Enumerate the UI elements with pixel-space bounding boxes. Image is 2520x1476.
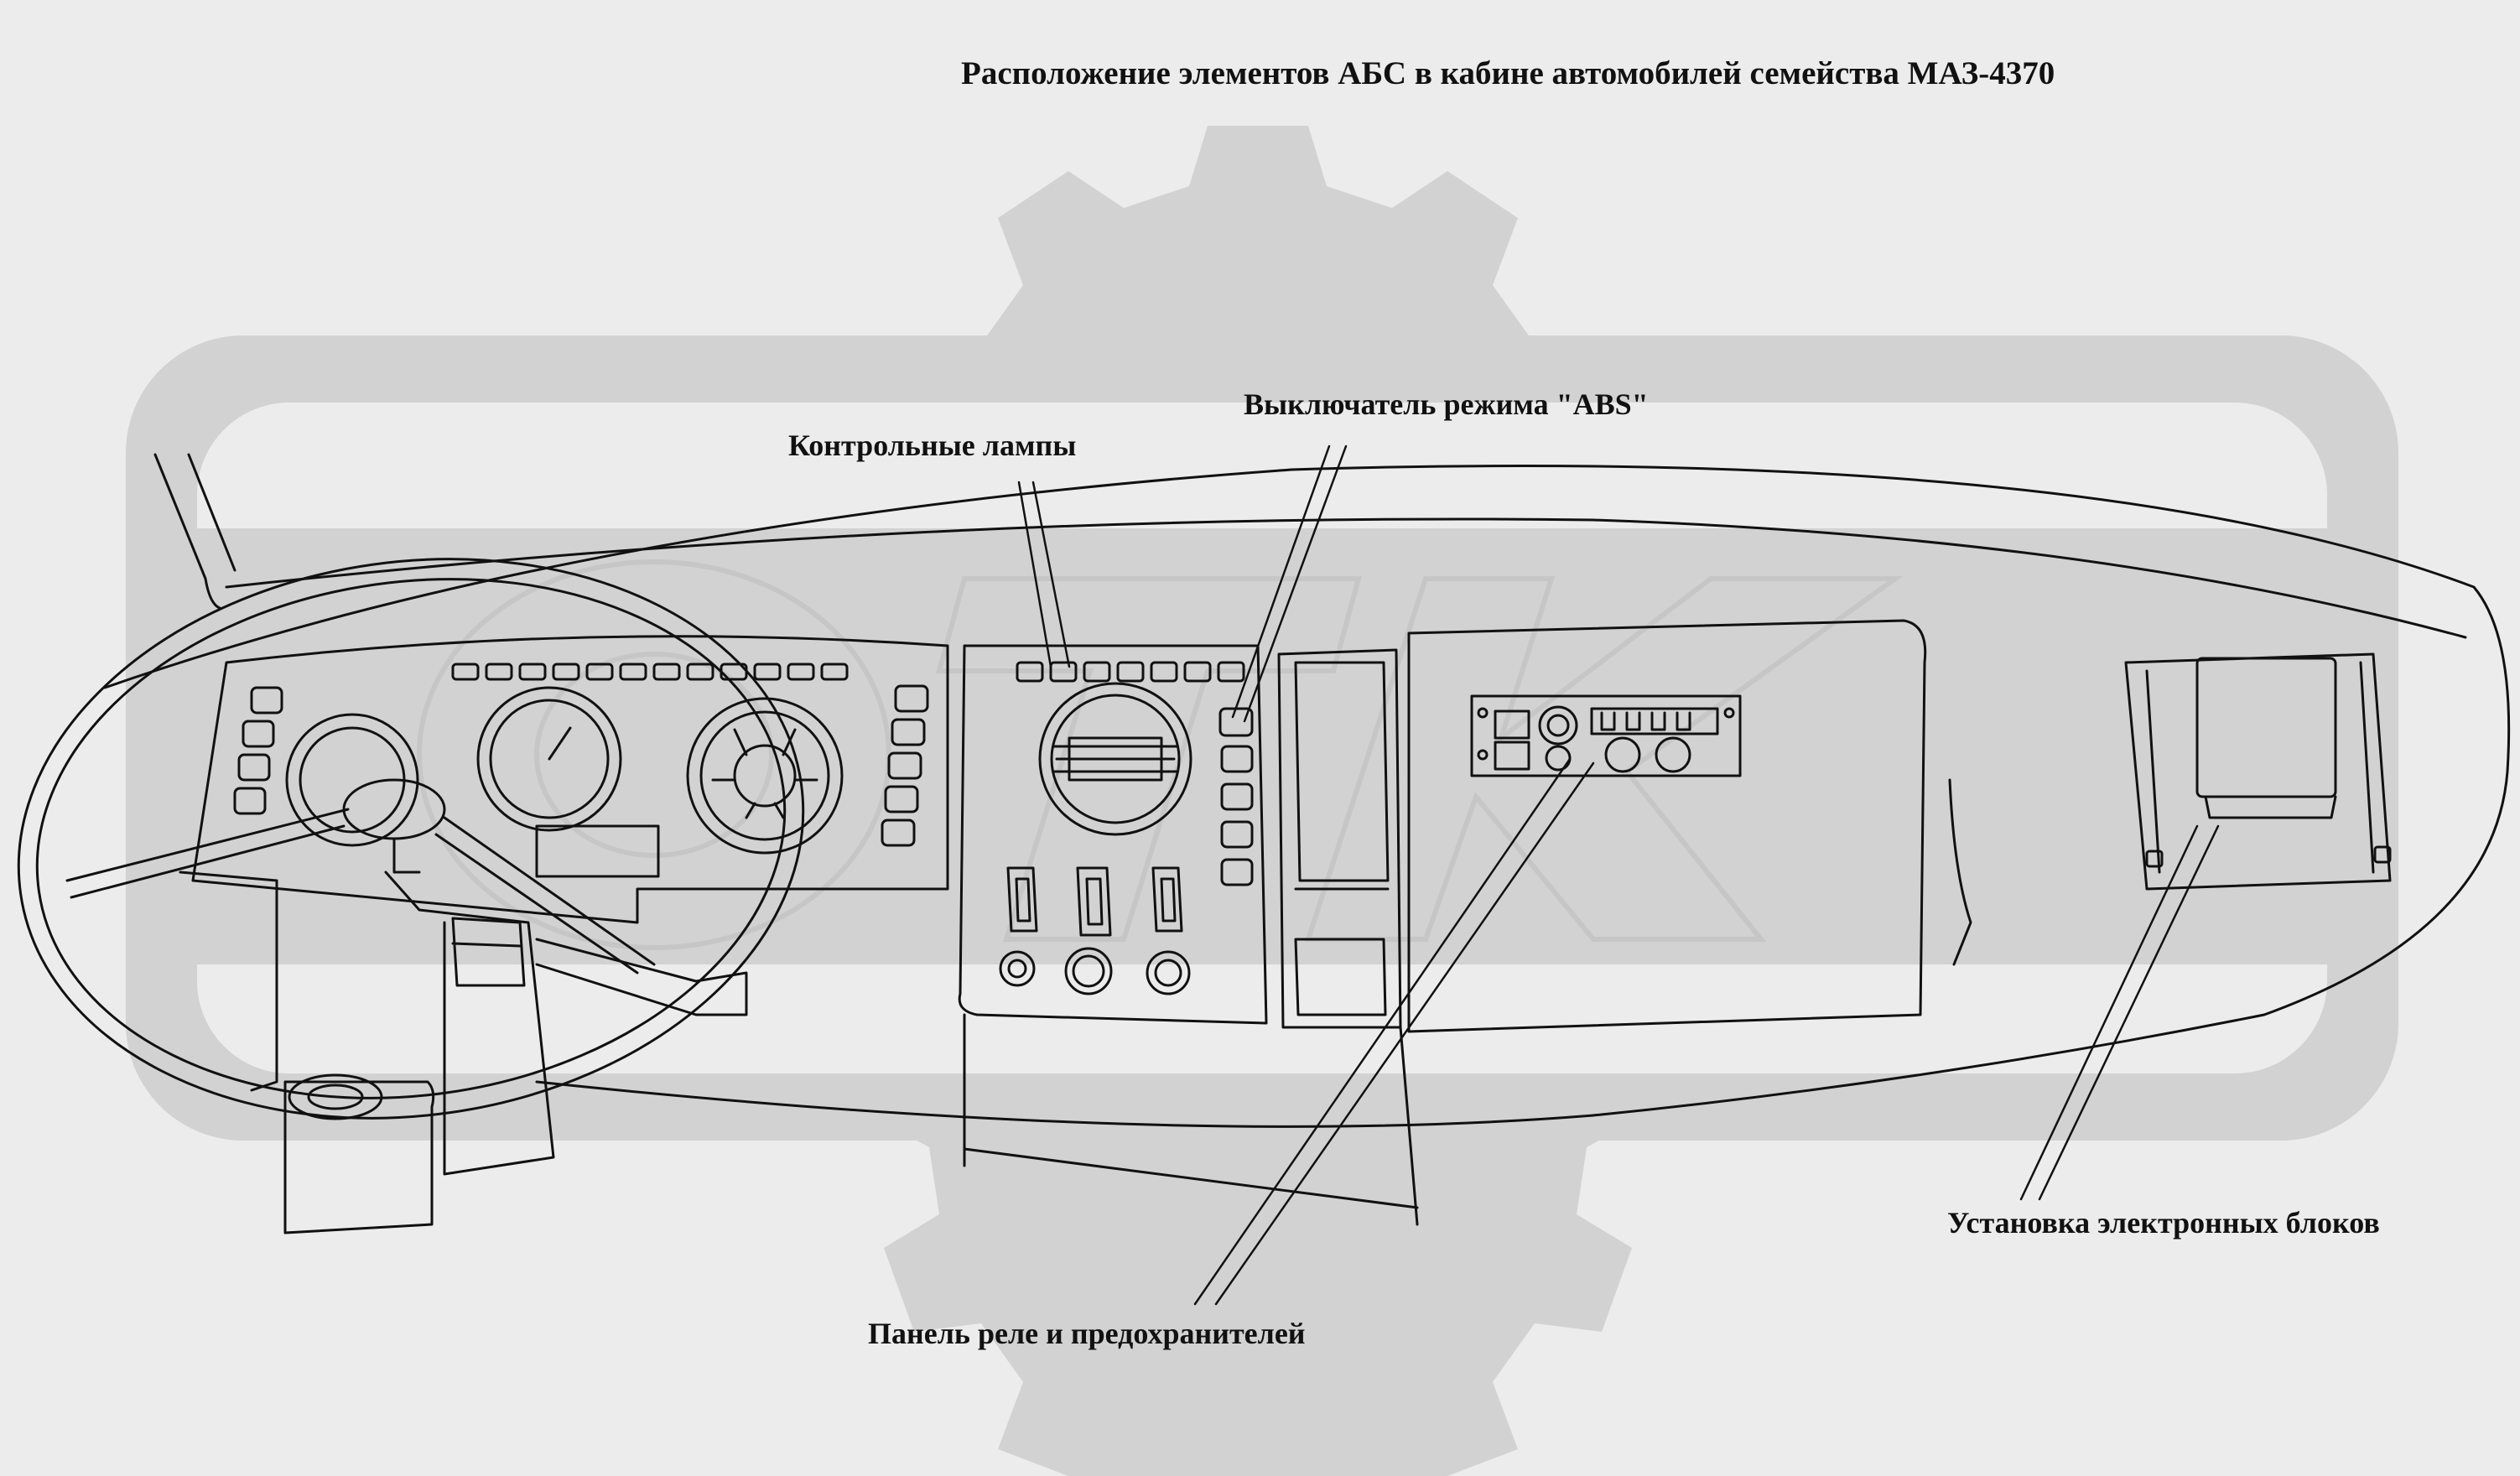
steering-column-mount: [451, 917, 526, 987]
steering-wheel-spoke-left: [65, 808, 350, 899]
label-electronic-units: Установка электронных блоков: [1947, 1206, 2380, 1240]
label-abs-switch: Выключатель режима "ABS": [1244, 387, 1649, 421]
console-knobs: [999, 947, 1191, 995]
console-side-buttons: [1220, 745, 1254, 886]
leader-electronic-units-a: [2019, 824, 2199, 1201]
console-lower-body: [963, 1013, 1419, 1226]
page-title: Расположение элементов АБС в кабине авто…: [961, 55, 2055, 91]
leader-relay-panel-a: [1193, 757, 1572, 1306]
watermark-band: [197, 528, 2327, 964]
dashboard-top-line: [225, 517, 2467, 639]
leader-electronic-units-b: [2038, 824, 2220, 1201]
gauge-center-speedometer: [476, 686, 622, 832]
center-vent: [1038, 682, 1192, 836]
gauge-right-vent: [686, 697, 844, 855]
instrument-cluster: [191, 635, 949, 924]
cluster-left-buttons: [233, 686, 283, 815]
warning-lamp-row: [1016, 661, 1245, 683]
leader-abs-switch-a: [1231, 444, 1331, 719]
rocker-switches: [1006, 866, 1183, 937]
leader-lines: [1017, 444, 2220, 1306]
leader-abs-switch-b: [1243, 444, 1348, 723]
leader-warning-lamps-b: [1031, 481, 1071, 668]
steering-wheel-spoke-right: [434, 816, 656, 974]
leader-warning-lamps-a: [1017, 481, 1052, 668]
right-dashboard-module: [1407, 619, 1927, 1033]
center-console: [958, 644, 1268, 1025]
cluster-indicator-row: [451, 663, 849, 681]
electronic-units-mount: [2124, 652, 2392, 891]
leader-relay-panel-b: [1214, 761, 1595, 1306]
steering-wheel: [17, 558, 805, 1120]
relay-fuse-panel: [1470, 694, 1742, 777]
watermark-logo: [126, 126, 2398, 1476]
windshield-pillar: [153, 453, 236, 610]
electronic-control-unit: [2195, 657, 2337, 798]
glovebox-edge: [1948, 778, 1972, 966]
dashboard-outline: [103, 465, 2511, 1128]
cluster-display: [535, 824, 660, 878]
label-relay-fuse-panel: Панель реле и предохранителей: [868, 1317, 1306, 1350]
label-warning-lamps: Контрольные лампы: [788, 429, 1077, 462]
cluster-right-buttons: [881, 684, 929, 847]
